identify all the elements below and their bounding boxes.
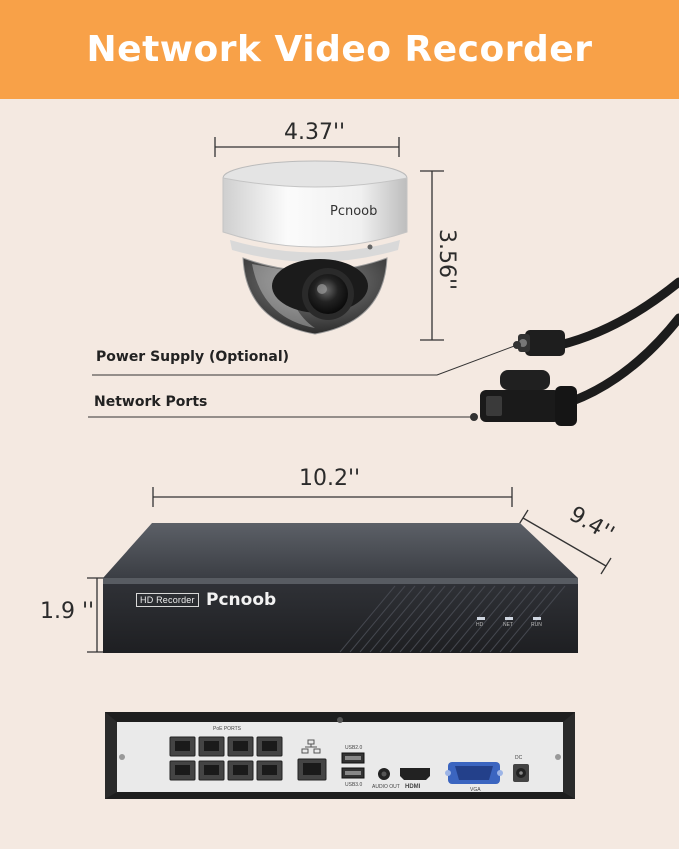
audio-out-label: AUDIO OUT [372,784,400,790]
nvr-box [103,523,578,653]
dome-camera [222,160,408,335]
vga-label: VGA [470,787,481,793]
power-supply-callout: Power Supply (Optional) [96,349,290,365]
callout-lines [88,341,521,421]
usb3-label: USB3.0 [345,782,363,788]
poe-ports-label: PoE PORTS [213,726,241,732]
led-hd-label: HD [476,622,484,628]
network-connector [480,370,577,426]
nvr-width-label: 10.2'' [299,466,361,491]
camera-width-dimension-line [214,137,400,157]
network-ports-callout: Network Ports [94,394,208,410]
camera-brand-logo: Pcnoob [330,204,378,219]
camera-height-dimension-line [420,170,444,341]
camera-width-label: 4.37'' [284,120,346,145]
page-title: Network Video Recorder [86,29,593,70]
nvr-rear-panel [105,712,575,799]
nvr-brand-logo: Pcnoob [206,590,277,610]
dc-power-label: DC [515,755,523,761]
usb2-label: USB2.0 [345,745,363,751]
nvr-width-dimension-line [152,487,513,507]
led-net-label: NET [503,622,513,628]
led-run-label: RUN [531,622,542,628]
header-banner: Network Video Recorder [0,0,679,99]
power-connector [518,330,565,356]
camera-height-label: 3.56'' [434,228,460,291]
hd-recorder-badge: HD Recorder [136,593,199,607]
nvr-height-label: 1.9 '' [40,599,95,624]
hdmi-label: HDMI [405,784,421,790]
camera-cables [555,277,679,407]
